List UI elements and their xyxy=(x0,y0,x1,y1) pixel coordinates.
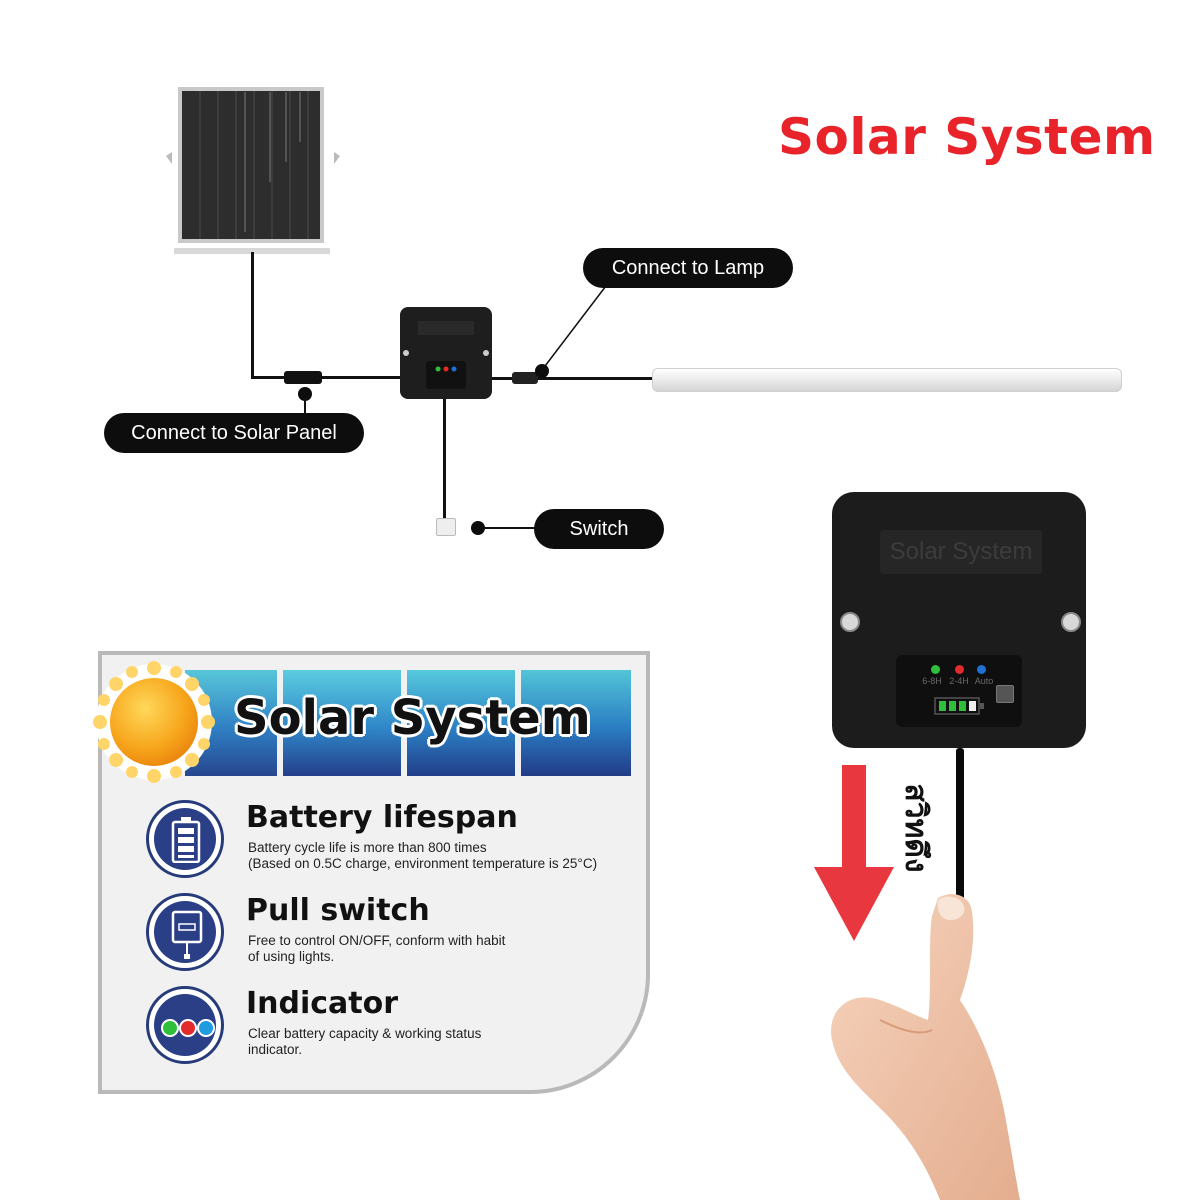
controller-label: Solar System xyxy=(880,530,1042,574)
connect-to-solar-panel-label: Connect to Solar Panel xyxy=(104,413,364,453)
switch-label: Switch xyxy=(534,509,664,549)
screw-right xyxy=(1061,612,1081,632)
feature-desc-indicator: Clear battery capacity & working status … xyxy=(248,1026,482,1057)
switch-callout-dot xyxy=(471,521,485,535)
feature-title-indicator: Indicator xyxy=(246,986,399,1021)
indicator-label-2-4h: 2-4H xyxy=(949,676,969,686)
lamp-callout-dot xyxy=(535,364,549,378)
sun-icon xyxy=(93,661,215,783)
solar-callout-dot xyxy=(298,387,312,401)
lamp-tube-image xyxy=(652,368,1122,392)
lamp-connector xyxy=(512,372,538,384)
lamp-leader-line xyxy=(541,277,613,371)
indicator-label-6-8h: 6-8H xyxy=(922,676,942,686)
feature-title-battery: Battery lifespan xyxy=(246,800,518,835)
solar-connector xyxy=(284,371,322,384)
switch-plug xyxy=(436,518,456,536)
hand-image xyxy=(831,894,1020,1200)
page-title: Solar System xyxy=(778,108,1156,166)
green-led-icon xyxy=(931,665,940,674)
indicator-label-auto: Auto xyxy=(974,676,994,686)
feature-desc-battery: Battery cycle life is more than 800 time… xyxy=(248,840,598,871)
pull-switch-icon xyxy=(146,893,224,971)
battery-level-icon xyxy=(934,697,984,715)
pull-switch-thai-label: สวิทดึง xyxy=(895,768,935,888)
solar-panel-image xyxy=(166,87,340,254)
mode-button[interactable] xyxy=(996,685,1014,703)
feature-title-pull-switch: Pull switch xyxy=(246,893,430,928)
pull-switch-thai-text: สวิทดึง xyxy=(899,783,932,873)
connect-to-lamp-label: Connect to Lamp xyxy=(583,248,793,288)
screw-left xyxy=(840,612,860,632)
blue-led-icon xyxy=(977,665,986,674)
red-led-icon xyxy=(955,665,964,674)
banner xyxy=(185,670,631,776)
arrow-down-icon xyxy=(814,765,894,941)
panel-title: Solar System xyxy=(234,690,591,746)
indicator-lights-icon xyxy=(146,986,224,1064)
battery-icon xyxy=(146,800,224,878)
controller-box-image xyxy=(400,307,492,399)
feature-desc-pull-switch: Free to control ON/OFF, conform with hab… xyxy=(248,933,506,964)
